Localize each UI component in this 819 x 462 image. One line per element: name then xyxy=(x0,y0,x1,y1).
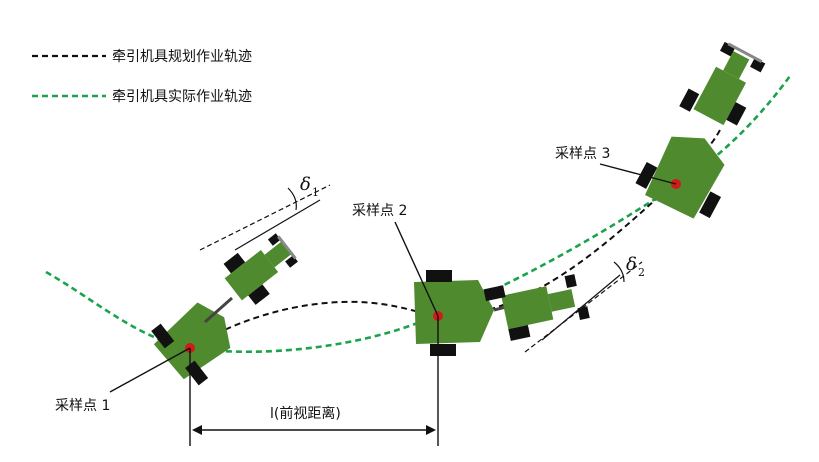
implement-3-body xyxy=(645,136,725,219)
tractor-1-wheel xyxy=(248,284,270,305)
implement-2-body xyxy=(414,280,494,344)
tractor-1-body xyxy=(224,249,279,301)
sample-point-2-leader xyxy=(394,221,439,317)
delta1-subscript: 1 xyxy=(312,186,319,199)
implement-1-body xyxy=(153,302,231,380)
legend: 牵引机具规划作业轨迹 牵引机具实际作业轨迹 xyxy=(32,49,252,105)
tractor-1: δ 1 xyxy=(151,174,331,386)
implement-1-tire xyxy=(185,360,209,386)
tractor-3-body xyxy=(693,66,747,126)
tractor-2: δ 2 xyxy=(414,254,645,356)
sample-point-1-leader xyxy=(109,347,191,393)
implement-1-tire xyxy=(151,323,175,349)
delta1-symbol: δ xyxy=(300,174,311,195)
distance-arrow-left xyxy=(192,425,202,435)
legend-planned-label: 牵引机具规划作业轨迹 xyxy=(112,49,252,65)
tractor-3 xyxy=(635,41,766,219)
legend-actual-label: 牵引机具实际作业轨迹 xyxy=(112,89,252,105)
sample-point-1-label: 采样点 1 xyxy=(55,398,110,414)
distance-label: l(前视距离) xyxy=(270,405,341,422)
sample-point-2-label: 采样点 2 xyxy=(352,203,407,219)
tractor-1-wheel xyxy=(223,252,246,274)
tractor-2-body xyxy=(501,286,554,330)
delta2-symbol: δ xyxy=(626,254,637,275)
distance-arrow-right xyxy=(426,425,436,435)
sample-point-3-leader xyxy=(599,163,677,185)
sample-point-3-label: 采样点 3 xyxy=(555,146,610,162)
delta2-subscript: 2 xyxy=(638,266,645,279)
